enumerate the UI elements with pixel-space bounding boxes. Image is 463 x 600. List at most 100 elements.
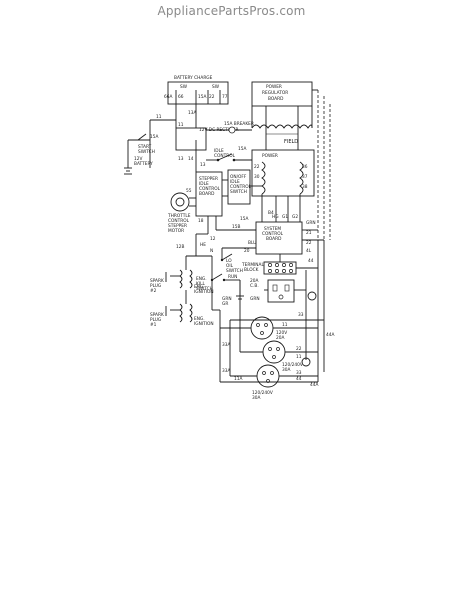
terminal-block-line1: TERMINAL <box>241 262 264 268</box>
wire-label: 11 <box>178 122 184 128</box>
wire-label: 13A <box>188 110 196 116</box>
system-board-line2: CONTROL <box>262 231 284 237</box>
power-regulator-line2: REGULATOR <box>262 90 288 96</box>
eng-switch-line2: KILL <box>196 281 205 287</box>
system-board-line3: BOARD <box>266 236 282 242</box>
power-windings: POWER <box>251 149 315 222</box>
wire-label: 37 <box>302 174 308 180</box>
wire-label: 44A <box>326 332 334 338</box>
wire-label: 55 <box>186 188 192 194</box>
wire-label: 4L <box>306 248 312 254</box>
wire-label: 12 <box>210 236 216 242</box>
idle-switch-line2: IDLE <box>230 179 240 185</box>
wire-label: 66 <box>178 94 184 100</box>
spark-plug-a-line3: #2 <box>150 288 157 294</box>
stepper-board-line2: IDLE <box>199 181 209 187</box>
breaker: 15A BREAKER <box>206 121 254 134</box>
wire-label: N <box>210 248 213 254</box>
system-board-line1: SYSTEM <box>264 226 281 232</box>
wire-label: 18 <box>198 218 204 224</box>
idle-control-line1: IDLE <box>214 148 224 154</box>
wire-label: GRN <box>306 220 316 226</box>
wire-label: G2 <box>292 214 298 220</box>
stepper-board-line3: CONTROL <box>199 186 221 192</box>
power-regulator-line3: BOARD <box>268 96 284 102</box>
grn-label-2: GR <box>222 301 228 307</box>
wire-label: 44A <box>310 382 318 388</box>
stepper-idle-board: STEPPER IDLE CONTROL BOARD ON/OFF IDLE C… <box>195 140 262 234</box>
engine-switches: LO OIL SWITCH ENG. KILL SWITCH RUN GRN G… <box>196 253 244 307</box>
feed-lines <box>196 233 241 352</box>
stepper-motor: THROTTLE CONTROL STEPPER MOTOR <box>167 192 196 234</box>
wire-label: 22 <box>296 346 302 352</box>
spark-plug-a-line2: PLUG <box>150 283 161 289</box>
power-regulator-board: POWER REGULATOR BOARD <box>251 81 313 150</box>
wire-label: SW <box>212 84 220 90</box>
run-label: RUN <box>228 274 237 280</box>
lo-oil-line3: SWITCH <box>226 268 243 274</box>
start-switch-line2: SWITCH <box>138 149 155 155</box>
wire-label: 13 <box>178 156 184 162</box>
grn-label-1: GRN <box>222 296 232 302</box>
lo-oil-line1: LO <box>226 258 232 264</box>
system-control-board: SYSTEM CONTROL BOARD <box>221 221 324 262</box>
idle-switch-line1: ON/OFF <box>230 174 247 180</box>
idle-control-switch: IDLE CONTROL <box>206 148 252 162</box>
rec-120v-line1: 120V <box>276 330 287 336</box>
eng-switch-line3: SWITCH <box>196 286 213 292</box>
field-label: FIELD <box>284 139 298 145</box>
spark-plug-a-line1: SPARK <box>150 278 164 284</box>
terminal-block-line2: BLOCK <box>244 267 259 273</box>
wire-label: 12B <box>176 244 184 250</box>
wire-label: 11 <box>282 322 288 328</box>
wire-label: 44 <box>296 376 302 382</box>
wire-label: 15A <box>240 216 248 222</box>
wire-label: 21 <box>306 230 312 236</box>
wire-label: 11 <box>296 354 302 360</box>
ignition-system: ENG. IGNITION SPARK PLUG #2 ENG. IGNITIO… <box>150 234 214 328</box>
battery-charge-label: BATTERY CHARGE <box>174 75 213 81</box>
wire-label: 33 <box>296 370 302 376</box>
terminal-block: TERMINAL BLOCK <box>241 240 319 275</box>
wire-label: 33 <box>298 312 304 318</box>
spark-plug-b-line1: SPARK <box>150 312 164 318</box>
power-winding-label: POWER <box>262 153 278 159</box>
wire-label: 22 <box>306 240 312 246</box>
stepper-motor-line3: STEPPER <box>168 223 187 229</box>
site-watermark: AppliancePartsPros.com <box>157 4 306 18</box>
wire-label: 14 <box>188 156 194 162</box>
wire-label: 33A <box>222 368 230 374</box>
rec-30a-line2: 30A <box>282 367 290 373</box>
idle-switch-line3: CONTROL <box>230 184 252 190</box>
wire-label: GRN <box>250 296 260 302</box>
eng-switch-line1: ENG. <box>196 276 207 282</box>
wire-label: 30 <box>254 174 260 180</box>
stepper-motor-line4: MOTOR <box>168 228 184 234</box>
stepper-board-line4: BOARD <box>199 191 215 197</box>
battery-line2: BATTERY <box>134 161 153 167</box>
field-winding: FIELD <box>251 124 313 145</box>
wire-label: HG <box>272 214 279 220</box>
power-regulator-line1: POWER <box>266 84 282 90</box>
wire-label: B4 <box>268 210 274 216</box>
rec-30a-line1: 120/240V <box>282 362 303 368</box>
wire-label: 22 <box>254 164 260 170</box>
ignition-a-line2: IGNITION <box>194 289 214 295</box>
wire-label: 11A <box>234 376 242 382</box>
cb-line1: 20A <box>250 278 258 284</box>
wire-label: 38 <box>302 184 308 190</box>
rec-240v-line1: 120/240V <box>252 390 273 396</box>
wire-label: SW <box>180 84 188 90</box>
wire-label: 15A <box>198 94 206 100</box>
wire-labels: SW SW 66 66A 15A 22 77 13A 11 11 13 14 1… <box>150 84 334 388</box>
output-bus <box>312 89 331 240</box>
wire-label: 15A <box>238 146 246 152</box>
wire-label: 33A <box>222 342 230 348</box>
spark-plug-b-line3: #1 <box>150 322 157 328</box>
wire-label: 20 <box>244 248 250 254</box>
cb-line2: C.B. <box>250 283 259 289</box>
breaker-label: 15A BREAKER <box>224 121 254 127</box>
wire-label: 66A <box>164 94 172 100</box>
wire-label: 13 <box>200 162 206 168</box>
